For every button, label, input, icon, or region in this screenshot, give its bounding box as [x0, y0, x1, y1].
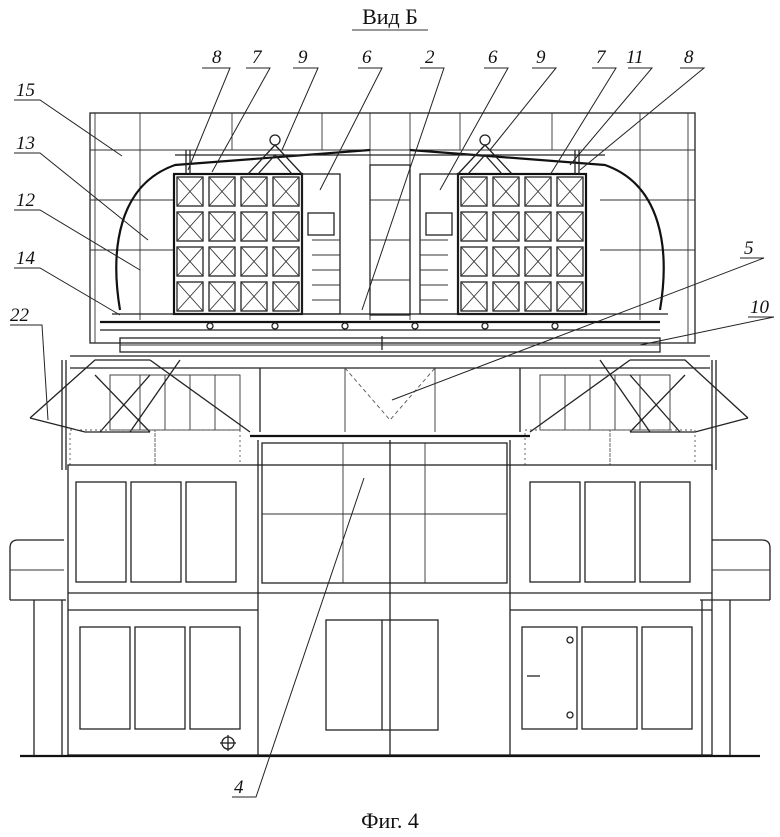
callout-label: 9: [536, 47, 546, 68]
cell-hatch: [272, 281, 300, 312]
view-title: Вид Б: [362, 4, 418, 29]
cell-hatch: [460, 211, 488, 242]
cell-hatch: [176, 176, 204, 207]
cell-hatch: [208, 246, 236, 277]
cell-hatch: [208, 211, 236, 242]
radiator-cell: [208, 281, 236, 312]
radiator-cell: [176, 246, 204, 277]
callout-label: 10: [750, 297, 770, 318]
radiator-cell: [272, 281, 300, 312]
callout-label: 7: [252, 47, 263, 68]
radiator-cell: [460, 246, 488, 277]
cell-hatch: [208, 176, 236, 207]
cell-hatch: [556, 176, 584, 207]
cell-hatch: [492, 176, 520, 207]
cell-hatch: [492, 246, 520, 277]
radiator-cell: [240, 246, 268, 277]
truss-zone: [29, 359, 749, 470]
radiator-cell: [176, 176, 204, 207]
left-radiator-cells: [176, 176, 300, 312]
radiator-cell: [460, 176, 488, 207]
left-stair: [9, 539, 66, 756]
cell-hatch: [524, 246, 552, 277]
cell-hatch: [524, 281, 552, 312]
cell-hatch: [492, 211, 520, 242]
lower-building: [20, 440, 760, 758]
callout-label: 5: [744, 238, 754, 259]
radiator-cell: [556, 211, 584, 242]
callout-label: 11: [626, 47, 644, 68]
radiator-cell: [240, 281, 268, 312]
radiator-cell: [272, 246, 300, 277]
callout-label: 6: [488, 47, 498, 68]
radiator-cell: [524, 281, 552, 312]
cell-hatch: [524, 176, 552, 207]
cell-hatch: [240, 211, 268, 242]
callout-label: 14: [16, 248, 36, 269]
callout-label: 4: [234, 777, 244, 798]
radiator-cell: [492, 176, 520, 207]
radiator-cell: [176, 211, 204, 242]
radiator-cell: [556, 246, 584, 277]
cell-hatch: [240, 246, 268, 277]
radiator-cell: [240, 176, 268, 207]
radiator-cell: [272, 176, 300, 207]
cell-hatch: [272, 211, 300, 242]
radiator-cell: [208, 176, 236, 207]
right-stair: [700, 539, 771, 756]
callout-label: 12: [16, 190, 36, 211]
callout-label: 6: [362, 47, 372, 68]
callout-label: 9: [298, 47, 308, 68]
callout-label: 13: [16, 133, 35, 154]
right-radiator-cells: [460, 176, 584, 312]
radiator-cell: [240, 211, 268, 242]
callout-label: 8: [684, 47, 694, 68]
radiator-cell: [208, 211, 236, 242]
radiator-cell: [176, 281, 204, 312]
cell-hatch: [460, 176, 488, 207]
upper-structure: [89, 112, 696, 344]
callout-labels: 8 7 9 6 2 6 9 7 11 8 15 13 12 14 22 5 10…: [10, 47, 770, 798]
radiator-cell: [492, 281, 520, 312]
cell-hatch: [556, 211, 584, 242]
cell-hatch: [460, 246, 488, 277]
callout-label: 8: [212, 47, 222, 68]
cell-hatch: [460, 281, 488, 312]
cell-hatch: [240, 176, 268, 207]
platform-beam: [70, 313, 710, 369]
callout-label: 22: [10, 305, 30, 326]
radiator-cell: [492, 246, 520, 277]
radiator-cell: [460, 211, 488, 242]
radiator-cell: [524, 176, 552, 207]
cell-hatch: [524, 211, 552, 242]
radiator-cell: [556, 281, 584, 312]
radiator-cell: [492, 211, 520, 242]
callout-label: 2: [425, 47, 435, 68]
cell-hatch: [176, 281, 204, 312]
cell-hatch: [272, 246, 300, 277]
leader-lines: [10, 67, 775, 798]
radiator-cell: [524, 246, 552, 277]
cell-hatch: [176, 211, 204, 242]
radiator-cell: [272, 211, 300, 242]
cell-hatch: [176, 246, 204, 277]
callout-label: 15: [16, 80, 35, 101]
figure-caption: Фиг. 4: [361, 808, 419, 833]
cell-hatch: [492, 281, 520, 312]
cell-hatch: [208, 281, 236, 312]
callout-label: 7: [596, 47, 607, 68]
cell-hatch: [240, 281, 268, 312]
cell-hatch: [272, 176, 300, 207]
cell-hatch: [556, 281, 584, 312]
radiator-cell: [460, 281, 488, 312]
radiator-cell: [208, 246, 236, 277]
radiator-cell: [556, 176, 584, 207]
radiator-cell: [524, 211, 552, 242]
cell-hatch: [556, 246, 584, 277]
center-column: [369, 164, 411, 316]
